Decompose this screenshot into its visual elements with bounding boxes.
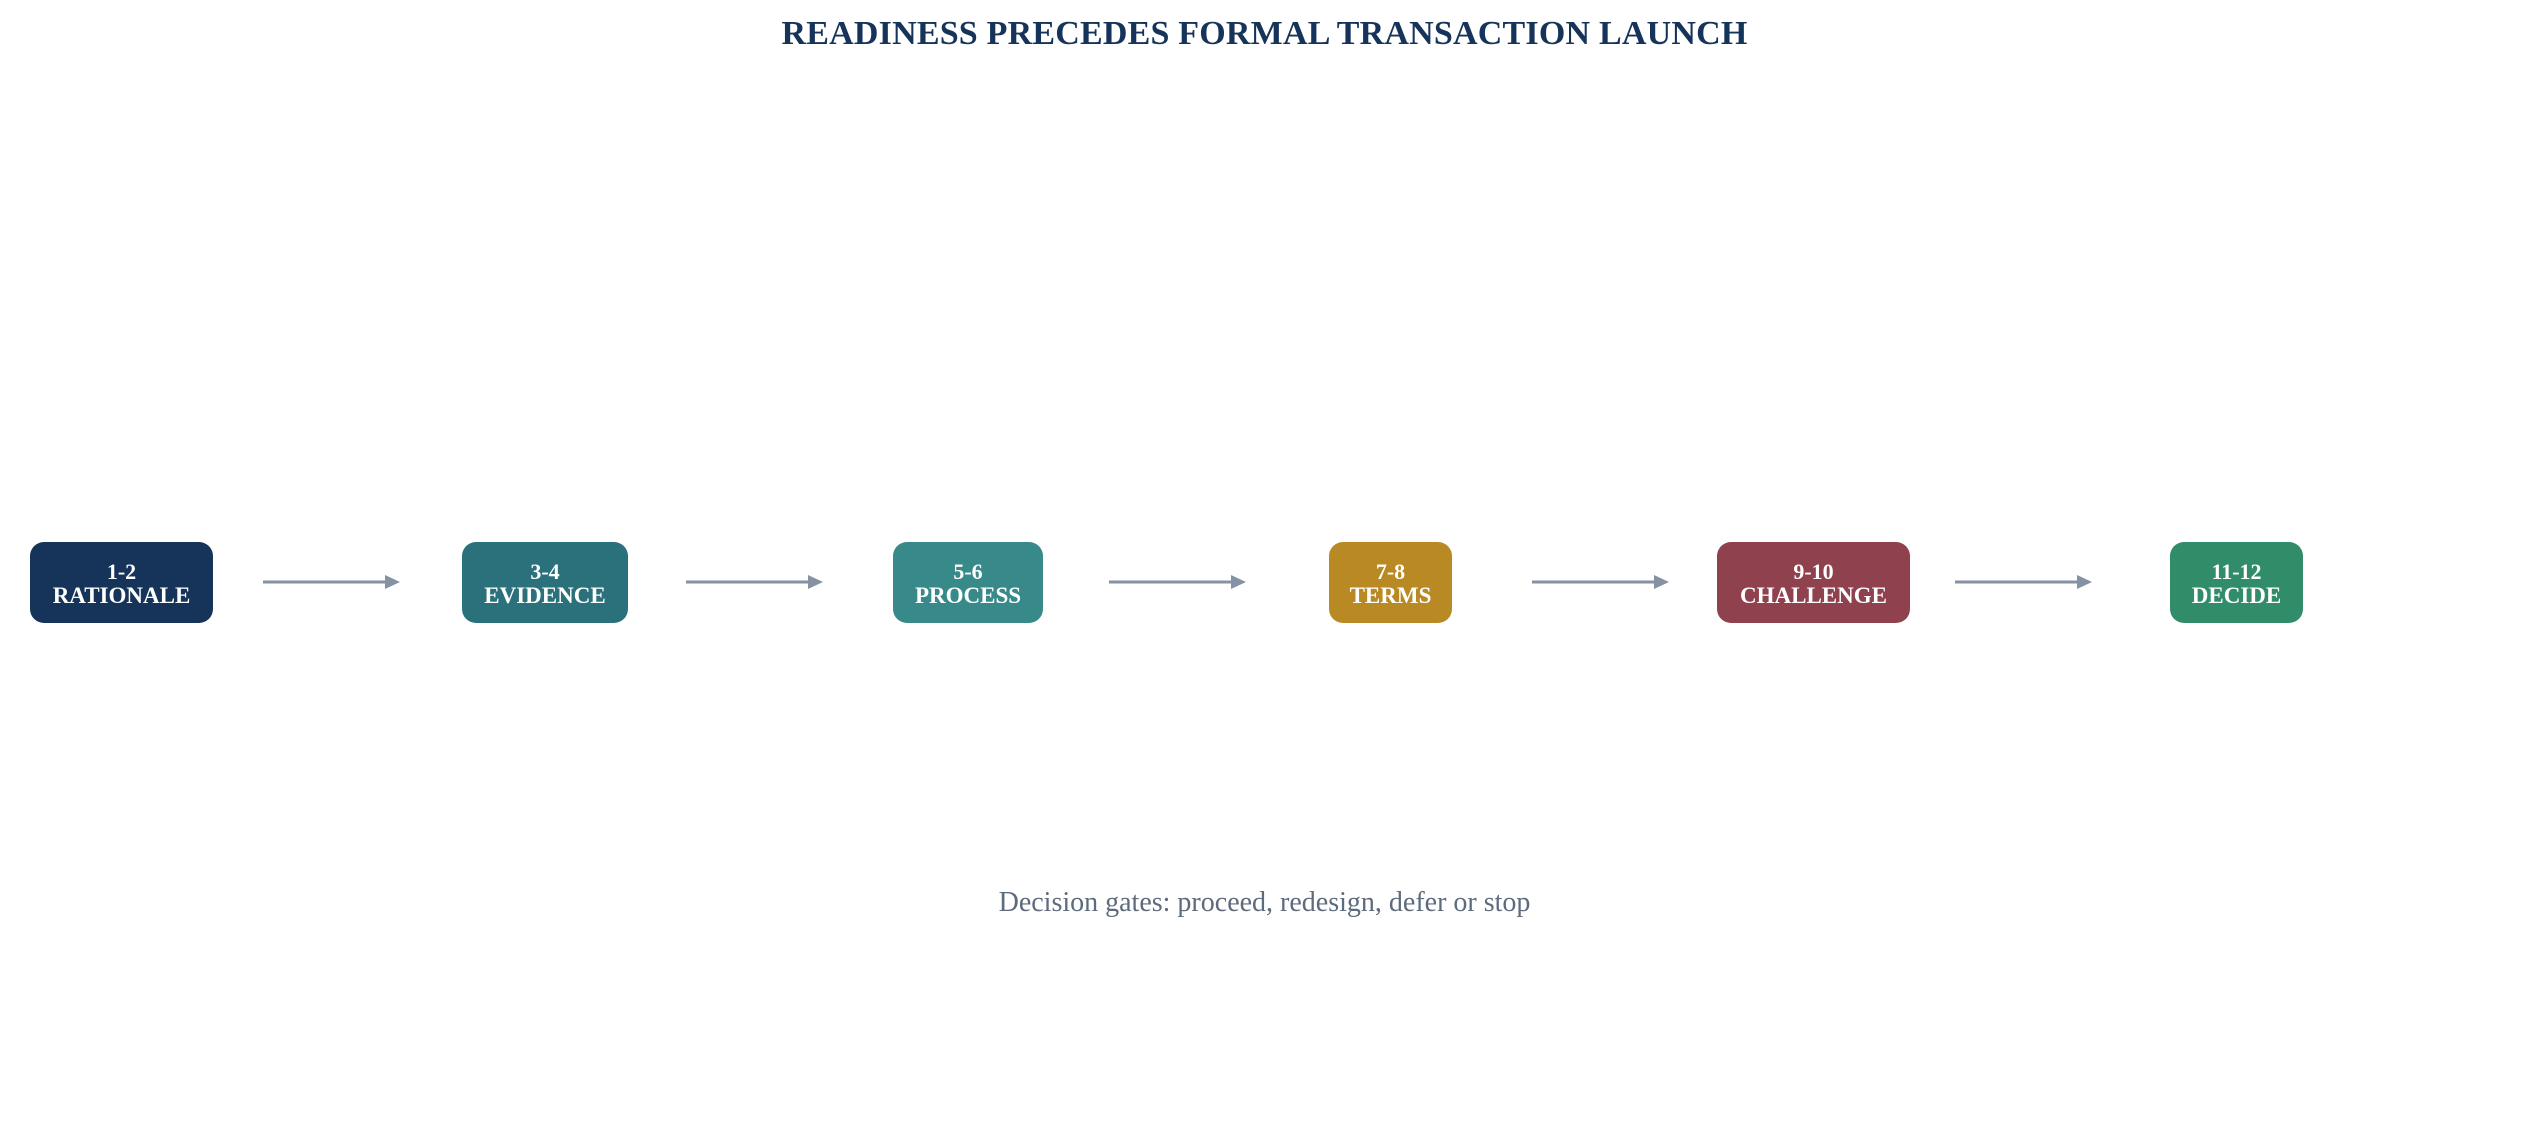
decision-gates-note: Decision gates: proceed, redesign, defer… bbox=[998, 887, 1531, 918]
flow-arrow-5 bbox=[1955, 575, 2092, 589]
stage-label: PROCESS bbox=[914, 582, 1022, 608]
stage-terms: 7-8 TERMS bbox=[1329, 542, 1452, 623]
stage-label: DECIDE bbox=[2191, 582, 2282, 608]
stage-code: 3-4 bbox=[530, 558, 560, 584]
flow-arrow-1 bbox=[263, 575, 400, 589]
stage-label: RATIONALE bbox=[52, 582, 191, 608]
stage-evidence: 3-4 EVIDENCE bbox=[462, 542, 628, 623]
stage-code: 5-6 bbox=[953, 558, 983, 584]
flow-arrow-4 bbox=[1532, 575, 1669, 589]
stage-code: 11-12 bbox=[2211, 558, 2262, 584]
stage-rationale: 1-2 RATIONALE bbox=[30, 542, 213, 623]
flow-arrow-2 bbox=[686, 575, 823, 589]
stage-code: 1-2 bbox=[106, 558, 137, 584]
flow-arrow-3 bbox=[1109, 575, 1246, 589]
stage-decide: 11-12 DECIDE bbox=[2170, 542, 2303, 623]
stage-process: 5-6 PROCESS bbox=[893, 542, 1043, 623]
stage-code: 7-8 bbox=[1375, 558, 1406, 584]
stage-label: EVIDENCE bbox=[484, 582, 606, 608]
stage-code: 9-10 bbox=[1793, 558, 1834, 584]
stage-challenge: 9-10 CHALLENGE bbox=[1717, 542, 1910, 623]
stage-label: CHALLENGE bbox=[1740, 582, 1887, 608]
diagram-title: READINESS PRECEDES FORMAL TRANSACTION LA… bbox=[781, 15, 1748, 52]
stage-label: TERMS bbox=[1349, 582, 1432, 608]
